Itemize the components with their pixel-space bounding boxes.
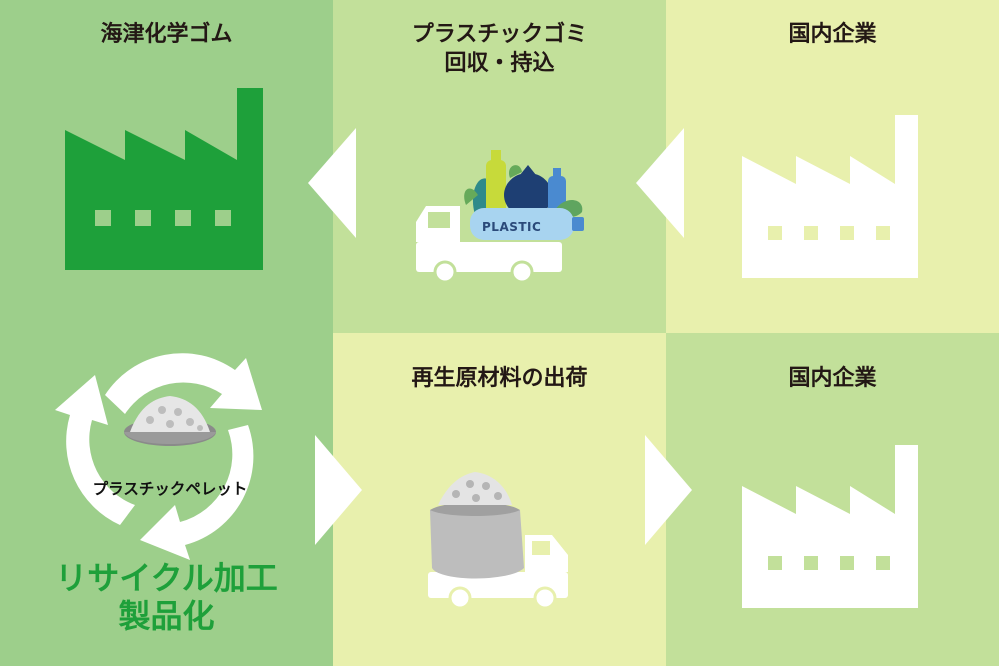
arrow-left-icon bbox=[308, 128, 356, 238]
recycle-icon bbox=[55, 353, 262, 560]
label-recycled-material: 再生原材料の出荷 bbox=[411, 366, 588, 391]
pellet-label: プラスチックペレット bbox=[92, 480, 248, 498]
label-plastic-waste-line1: プラスチックゴミ bbox=[411, 22, 588, 47]
arrow-right-icon bbox=[645, 435, 692, 545]
panel-recycling bbox=[0, 333, 333, 666]
factory-icon-green bbox=[65, 88, 263, 270]
pellets-icon bbox=[124, 396, 216, 446]
label-domestic-bottom: 国内企業 bbox=[788, 366, 877, 391]
truck-sign-label: PLASTIC bbox=[482, 220, 542, 234]
truck-plastic-icon bbox=[416, 150, 584, 284]
truck-sack-icon bbox=[428, 472, 568, 610]
factory-icon-domestic-bottom bbox=[742, 445, 918, 608]
product-line2: 製品化 bbox=[118, 597, 215, 635]
product-line1: リサイクル加工 bbox=[55, 559, 278, 597]
label-plastic-waste: プラスチックゴミ 回収・持込 bbox=[333, 20, 666, 78]
label-plastic-waste-line2: 回収・持込 bbox=[444, 51, 555, 76]
arrow-right-icon bbox=[315, 435, 362, 545]
label-marine-chem: 海津化学ゴム bbox=[100, 22, 233, 47]
label-domestic-top: 国内企業 bbox=[788, 22, 877, 47]
arrow-left-icon bbox=[636, 128, 684, 238]
panel-domestic-bottom bbox=[666, 333, 999, 666]
factory-icon-domestic-top bbox=[742, 115, 918, 278]
